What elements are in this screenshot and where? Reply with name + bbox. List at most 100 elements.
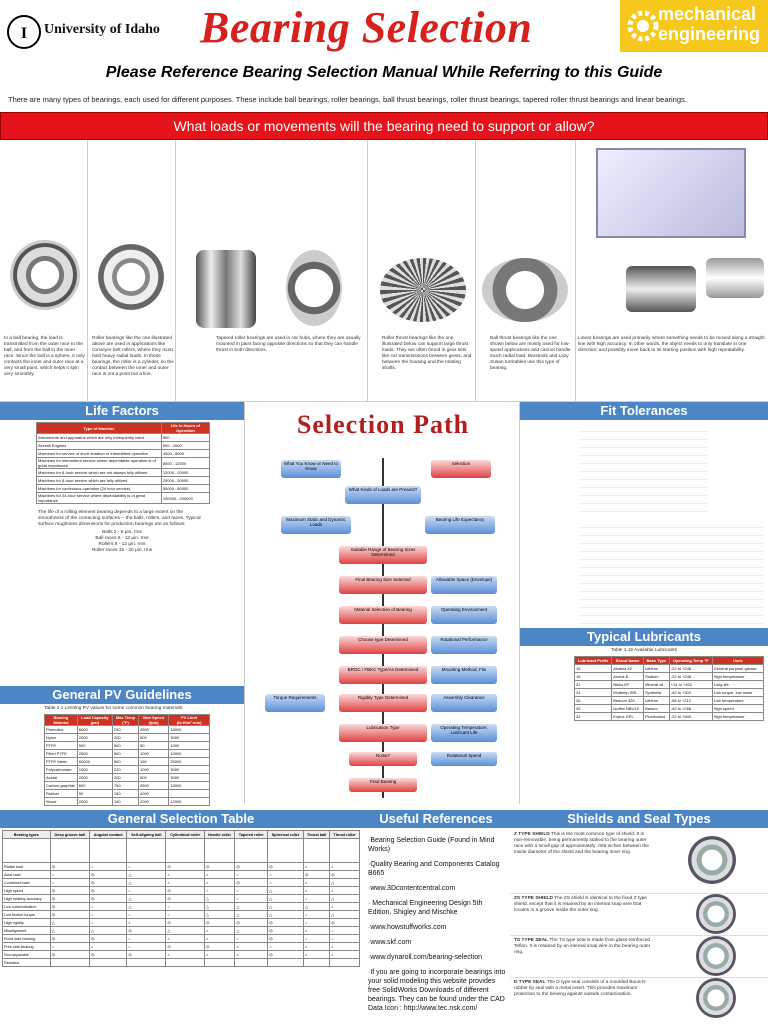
selection-cell — [267, 838, 305, 863]
reference-item: ·If you are going to incorporate bearing… — [368, 969, 506, 1012]
selection-cell: △ — [49, 918, 91, 927]
selection-cell: △ — [126, 870, 167, 879]
selection-cell: ◎ — [89, 878, 128, 887]
roller-bearing-panel: Roller bearings like the one illustrated… — [88, 140, 176, 402]
flow-node: Suitable Range of Bearing Sizes Determin… — [339, 546, 427, 564]
reference-item: ·Bearing Selection Guide (Found in Mind … — [368, 837, 495, 853]
pv-cell: Phenolics — [44, 725, 78, 734]
selection-cell: ○ — [126, 910, 167, 919]
roller-thrust-image — [380, 258, 466, 322]
selection-cell: ◎ — [89, 894, 128, 903]
selection-cell: ◎ — [49, 894, 91, 903]
mechanical-engineering-logo — [620, 0, 768, 52]
pv-cell: 600 — [137, 733, 170, 742]
pv-cell: 1000 — [76, 765, 113, 774]
lub-cell: Lithium — [643, 696, 670, 705]
selection-cell: ○ — [89, 910, 128, 919]
selection-cell: △ — [267, 886, 305, 895]
selection-cell: ◎ — [165, 894, 205, 903]
selection-table-wrap: Bearing types Deep groove ball Angular c… — [0, 828, 362, 967]
sel-row-label: Axial load — [2, 870, 51, 879]
selection-cell — [89, 838, 128, 863]
pv-header: Max Speed (fpm) — [137, 714, 170, 726]
pv-table: Bearing Material Load Capacity (psi) Max… — [44, 714, 210, 806]
ball-bearing-panel: In a ball bearing, the load is transmitt… — [0, 140, 88, 402]
selection-cell: ○ — [89, 902, 128, 911]
lub-cell: Andok B — [611, 672, 645, 681]
selection-table: Bearing types Deep groove ball Angular c… — [2, 830, 360, 967]
me-logo-line1: mechanical — [658, 4, 757, 24]
reference-link[interactable]: ·www.dynaroll.com/bearing-selection — [368, 954, 482, 961]
pv-cell: Acetal — [44, 773, 78, 782]
selection-cell: ◎ — [234, 878, 269, 887]
shields-seal-header: Shields and Seal Types — [510, 810, 768, 828]
selection-cell: ◎ — [49, 910, 91, 919]
flow-node: Torque Requirements — [265, 694, 325, 712]
university-seal-icon: I — [7, 15, 41, 49]
selection-cell: ○ — [303, 934, 331, 943]
reference-link[interactable]: ·www.skf.com — [368, 939, 412, 946]
lub-cell: -40 to +266 — [668, 704, 713, 713]
selection-cell — [165, 838, 205, 863]
reference-link[interactable]: ·www.3Dcontentcentral.com — [368, 885, 456, 892]
selection-cell: ◎ — [203, 918, 236, 927]
pv-cell: 2500 — [137, 725, 170, 734]
ball-thrust-image — [482, 258, 568, 322]
life-list-item: Ball races 6 - 12 μin. rms — [95, 536, 149, 541]
selection-cell: △ — [234, 926, 269, 935]
shield-name: ZS TYPE SHIELD — [514, 896, 553, 901]
lub-cell: Krytox GPL — [611, 712, 645, 721]
flow-node: Final Bearing — [349, 778, 417, 792]
sel-row-label: Remarks — [2, 958, 51, 967]
ball-thrust-caption: Ball thrust bearings like the one shown … — [490, 336, 571, 371]
pv-header: Bearing Material — [44, 714, 78, 726]
lub-cell: High temperature — [711, 672, 765, 681]
pv-cell: 500 — [111, 757, 140, 766]
pv-cell: - — [168, 789, 210, 798]
pv-cell: Carbon-graphite — [44, 781, 78, 790]
gear-icon — [627, 10, 659, 42]
life-cell: 50000...60000 — [160, 484, 211, 493]
flow-node: Maximum Static and Dynamic Loads — [281, 516, 351, 534]
reference-link[interactable]: ·www.howstuffworks.com — [368, 924, 447, 931]
lub-cell: 21 — [573, 680, 613, 689]
selection-cell: ○ — [203, 886, 236, 895]
selection-cell: ◎ — [234, 918, 269, 927]
selection-cell: △ — [126, 878, 167, 887]
flow-node: Final Bearing Size Selected — [339, 576, 427, 594]
flow-node: Choose type Determined — [339, 636, 427, 654]
sel-row-label: Free side bearing — [2, 942, 51, 951]
lubricants-table-title: Table 1.16 Available Lubricants — [610, 648, 678, 653]
selection-cell: △ — [234, 910, 269, 919]
selection-cell: × — [303, 878, 331, 887]
sel-header: Deep groove ball — [49, 830, 91, 839]
selection-cell: ◎ — [49, 950, 91, 959]
life-cell: 4000...8000 — [160, 449, 211, 458]
shield-text: The TS type seal is made from glass-rein… — [514, 938, 651, 955]
pv-cell: 2500 — [137, 781, 170, 790]
pv-cell: 600 — [137, 773, 170, 782]
flow-node: Selection — [431, 460, 491, 478]
selection-cell: △ — [234, 902, 269, 911]
flow-node: Rotational Performance — [431, 636, 497, 654]
sel-row-label: Low friction torque — [2, 910, 51, 919]
flow-node: Rigidity Type Determined — [339, 694, 427, 712]
flow-node: Mounting Method, Fits — [431, 666, 497, 684]
selection-cell: × — [203, 878, 236, 887]
sel-row-label — [2, 838, 51, 863]
selection-cell: × — [329, 886, 360, 895]
me-logo-line2: engineering — [658, 24, 761, 44]
roller-bearing-image — [98, 244, 164, 310]
lub-cell: -40 to +302 — [668, 688, 713, 697]
life-cell: 100000...200000 — [160, 492, 211, 504]
pv-cell: PTFE — [44, 741, 78, 750]
selection-cell: △ — [165, 926, 205, 935]
lub-cell: Synthetic — [643, 688, 670, 697]
selection-path-section: Selection Path What You Know or Need to … — [244, 402, 520, 804]
sel-header: Tapered roller — [234, 830, 269, 839]
reference-item: · Mechanical Engineering Design 5th Edit… — [368, 900, 483, 916]
shield-name: Z TYPE SHIELD — [514, 832, 550, 837]
selection-cell: ○ — [89, 918, 128, 927]
pv-cell: 2500 — [76, 749, 113, 758]
references-list: ·Bearing Selection Guide (Found in Mind … — [362, 828, 510, 1013]
